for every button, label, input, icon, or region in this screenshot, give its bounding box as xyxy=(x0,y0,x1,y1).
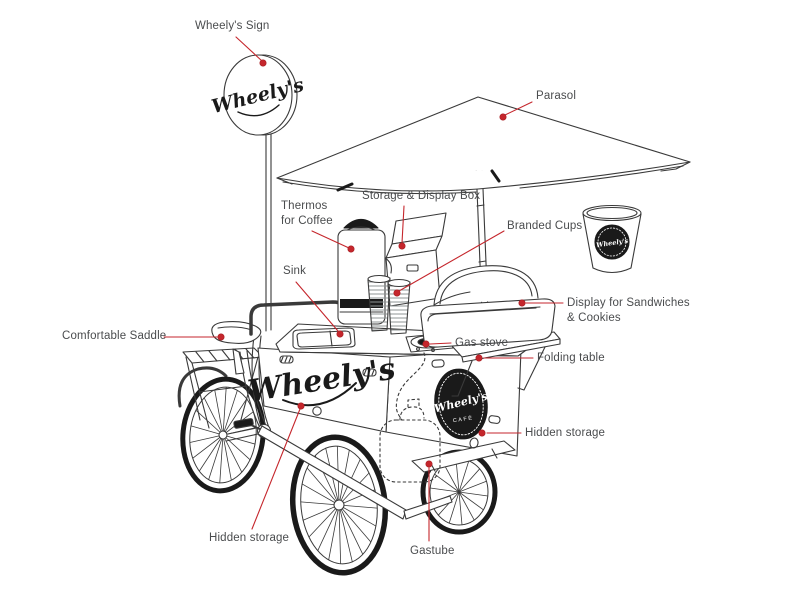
dot-hidden-storage-right xyxy=(478,429,486,437)
dot-folding-table xyxy=(475,354,483,362)
gas-hose xyxy=(395,352,426,421)
wheelys-sign: Wheely's xyxy=(209,54,306,136)
sink xyxy=(292,327,356,350)
dot-display-sandwiches xyxy=(518,299,526,307)
label-hidden-storage-right: Hidden storage xyxy=(525,427,606,439)
label-thermos: Thermos for Coffee xyxy=(281,200,333,227)
dot-wheelys-sign xyxy=(259,59,267,67)
dot-storage-box xyxy=(398,242,406,250)
leader-dots xyxy=(217,59,526,468)
dot-thermos xyxy=(347,245,355,253)
label-parasol: Parasol xyxy=(536,90,577,102)
dot-hidden-storage-bottom xyxy=(297,402,305,410)
label-storage-display-box: Storage & Display Box xyxy=(362,190,481,202)
leader-branded-cups xyxy=(398,230,505,292)
label-wheelys-sign: Wheely's Sign xyxy=(195,20,270,32)
label-gastube: Gastube xyxy=(410,545,455,557)
dot-gastube xyxy=(425,460,433,468)
branded-cup: Wheely's xyxy=(582,204,642,274)
label-folding-table: Folding table xyxy=(537,352,605,364)
cafe-badge: Wheely's CAFÉ xyxy=(433,368,489,440)
badge-subtext: CAFÉ xyxy=(452,414,473,424)
cup-stacks xyxy=(367,274,411,335)
leader-gas-stove xyxy=(429,342,452,345)
dot-parasol xyxy=(499,113,507,121)
leader-parasol xyxy=(504,101,533,116)
rear-fender xyxy=(177,366,228,408)
label-branded-cups: Branded Cups xyxy=(507,220,583,232)
chassis-bar xyxy=(257,425,453,520)
dot-gas-stove xyxy=(422,340,430,348)
leader-thermos xyxy=(311,230,350,249)
rear-wheel xyxy=(180,376,266,494)
leader-storage-box xyxy=(401,205,405,244)
label-sink: Sink xyxy=(283,265,306,277)
leader-wheelys-sign xyxy=(235,36,263,62)
gas-tank xyxy=(379,352,441,483)
dot-comfortable-saddle xyxy=(217,333,225,341)
dot-sink xyxy=(336,330,344,338)
parasol xyxy=(276,96,691,195)
label-display-sandwiches: Display for Sandwiches & Cookies xyxy=(567,297,690,324)
sandwich-display xyxy=(420,265,556,348)
leader-lines xyxy=(163,36,564,542)
sign-pole xyxy=(265,133,272,332)
leader-hidden-storage-bottom xyxy=(251,408,301,530)
label-hidden-storage-bottom: Hidden storage xyxy=(209,532,290,544)
dot-branded-cups xyxy=(393,289,401,297)
label-gas-stove: Gas stove xyxy=(455,337,509,349)
label-comfortable-saddle: Comfortable Saddle xyxy=(62,330,167,342)
leader-sink xyxy=(295,281,339,332)
